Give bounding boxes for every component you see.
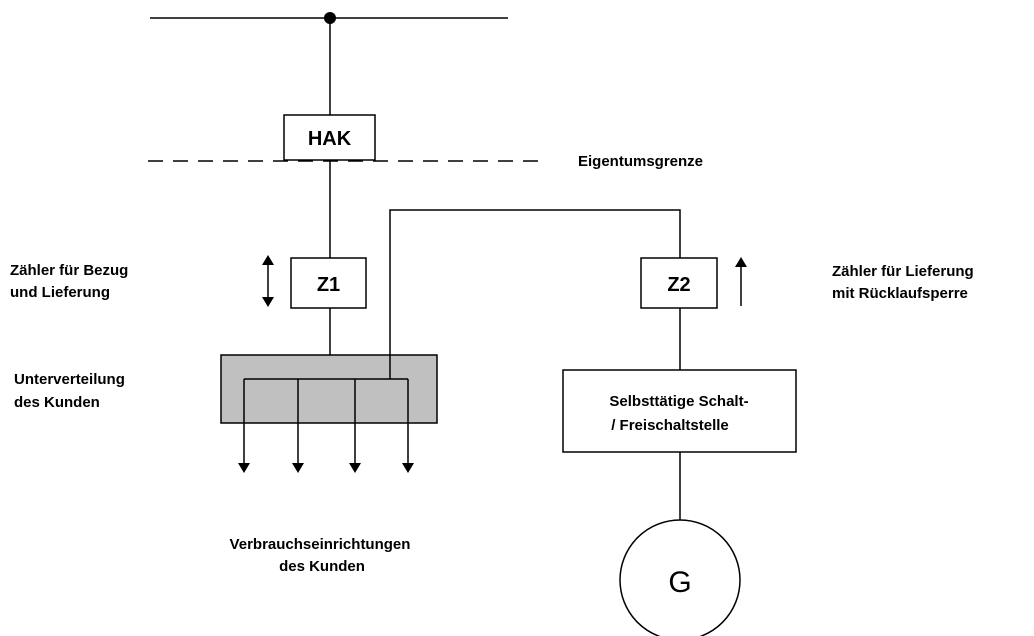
z2-description-line1: Zähler für Lieferung <box>832 263 974 280</box>
generator-circle <box>619 519 741 636</box>
distribution-label-line1: Unterverteilung <box>14 371 125 388</box>
disconnection-switch-box: Selbsttätige Schalt- / Freischaltstelle <box>562 369 797 453</box>
z2-meter-box: Z2 <box>640 257 718 309</box>
z1-meter-box: Z1 <box>290 257 367 309</box>
switch-label-line2: / Freischaltstelle <box>611 417 729 434</box>
distribution-label-line2: des Kunden <box>14 394 100 411</box>
z2-label: Z2 <box>667 274 690 296</box>
z1-description-line2: und Lieferung <box>10 284 110 301</box>
ownership-boundary-label: Eigentumsgrenze <box>578 153 703 170</box>
generator: G <box>619 519 741 636</box>
z2-description-line2: mit Rücklaufsperre <box>832 285 968 302</box>
consumers-label-line1: Verbrauchseinrichtungen <box>230 536 411 553</box>
consumer-outputs <box>238 379 414 473</box>
hak-label: HAK <box>308 128 352 150</box>
hak-box: HAK <box>283 114 376 161</box>
consumers-label-line2: des Kunden <box>279 558 365 575</box>
z1-description-line1: Zähler für Bezug <box>10 262 128 279</box>
generator-label: G <box>668 566 691 599</box>
distribution-board <box>220 354 438 424</box>
switch-label-line1: Selbsttätige Schalt- <box>609 393 748 410</box>
feed-line-distribution-z2 <box>389 209 681 379</box>
z1-label: Z1 <box>317 274 340 296</box>
